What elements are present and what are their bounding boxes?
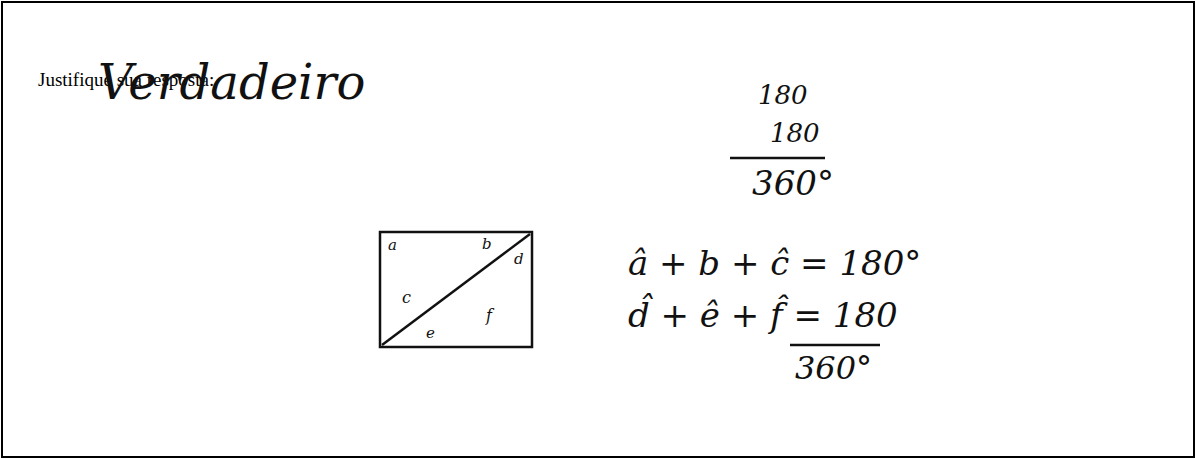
sum-line bbox=[730, 157, 825, 160]
diagonal-line bbox=[382, 234, 530, 345]
angle-label: a bbox=[388, 238, 397, 253]
angle-label: e bbox=[426, 326, 435, 341]
rectangle-figure bbox=[380, 232, 532, 347]
angle-label: f bbox=[486, 308, 492, 324]
sum-line bbox=[790, 344, 880, 347]
sum-number: 180 bbox=[758, 82, 808, 108]
handwritten-answer: Verdadeiro bbox=[98, 58, 365, 106]
angle-equation: d̂ + ê + f̂ = 180 bbox=[628, 298, 898, 332]
sum-result: 360° bbox=[795, 352, 872, 384]
sum-number: 180 bbox=[770, 120, 820, 146]
angle-label: d bbox=[514, 252, 524, 267]
angle-label: c bbox=[402, 290, 411, 306]
angle-equation: â + b + ĉ = 180° bbox=[628, 246, 921, 280]
angle-label: b bbox=[482, 237, 492, 252]
sum-result: 360° bbox=[752, 166, 834, 200]
